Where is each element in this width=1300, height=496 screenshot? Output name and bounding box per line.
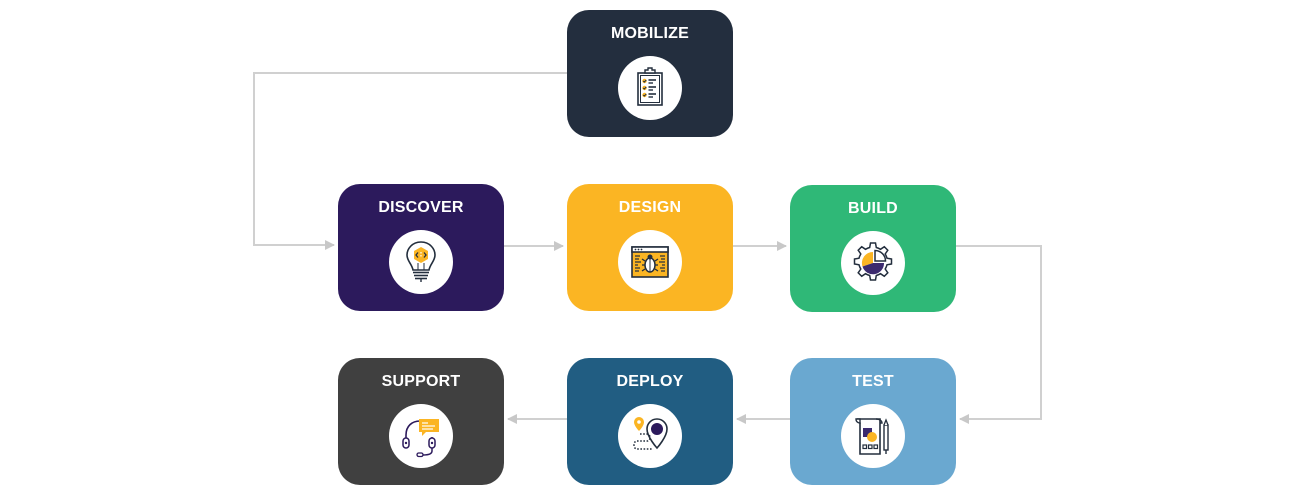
map-route-pin-icon [633, 417, 668, 450]
step-deploy: DEPLOY [567, 358, 733, 485]
step-build: BUILD [790, 185, 956, 312]
step-label: BUILD [848, 200, 898, 217]
icon-badge [618, 230, 682, 294]
step-label: DEPLOY [616, 373, 684, 390]
step-discover: DISCOVER [338, 184, 504, 311]
connector-build-test [956, 245, 1042, 424]
icon-badge [618, 56, 682, 120]
step-label: DESIGN [618, 199, 682, 216]
clipboard-checklist-icon [637, 67, 663, 106]
icon-badge [389, 230, 453, 294]
lightbulb-code-icon [406, 241, 436, 282]
step-support: SUPPORT [338, 358, 504, 485]
connector-mobilize-discover [253, 72, 567, 250]
step-design: DESIGN [567, 184, 733, 311]
icon-badge [618, 404, 682, 468]
step-label: TEST [852, 373, 894, 390]
headset-chat-icon [402, 419, 439, 458]
icon-badge [841, 404, 905, 468]
step-label: DISCOVER [378, 199, 464, 216]
document-pencil-icon [855, 418, 889, 455]
step-test: TEST [790, 358, 956, 485]
step-label: MOBILIZE [610, 25, 690, 42]
step-label: SUPPORT [381, 373, 461, 390]
step-mobilize: MOBILIZE [567, 10, 733, 137]
icon-badge [841, 231, 905, 295]
browser-bug-icon [631, 246, 669, 278]
gear-pie-chart-icon [853, 242, 893, 281]
icon-badge [389, 404, 453, 468]
